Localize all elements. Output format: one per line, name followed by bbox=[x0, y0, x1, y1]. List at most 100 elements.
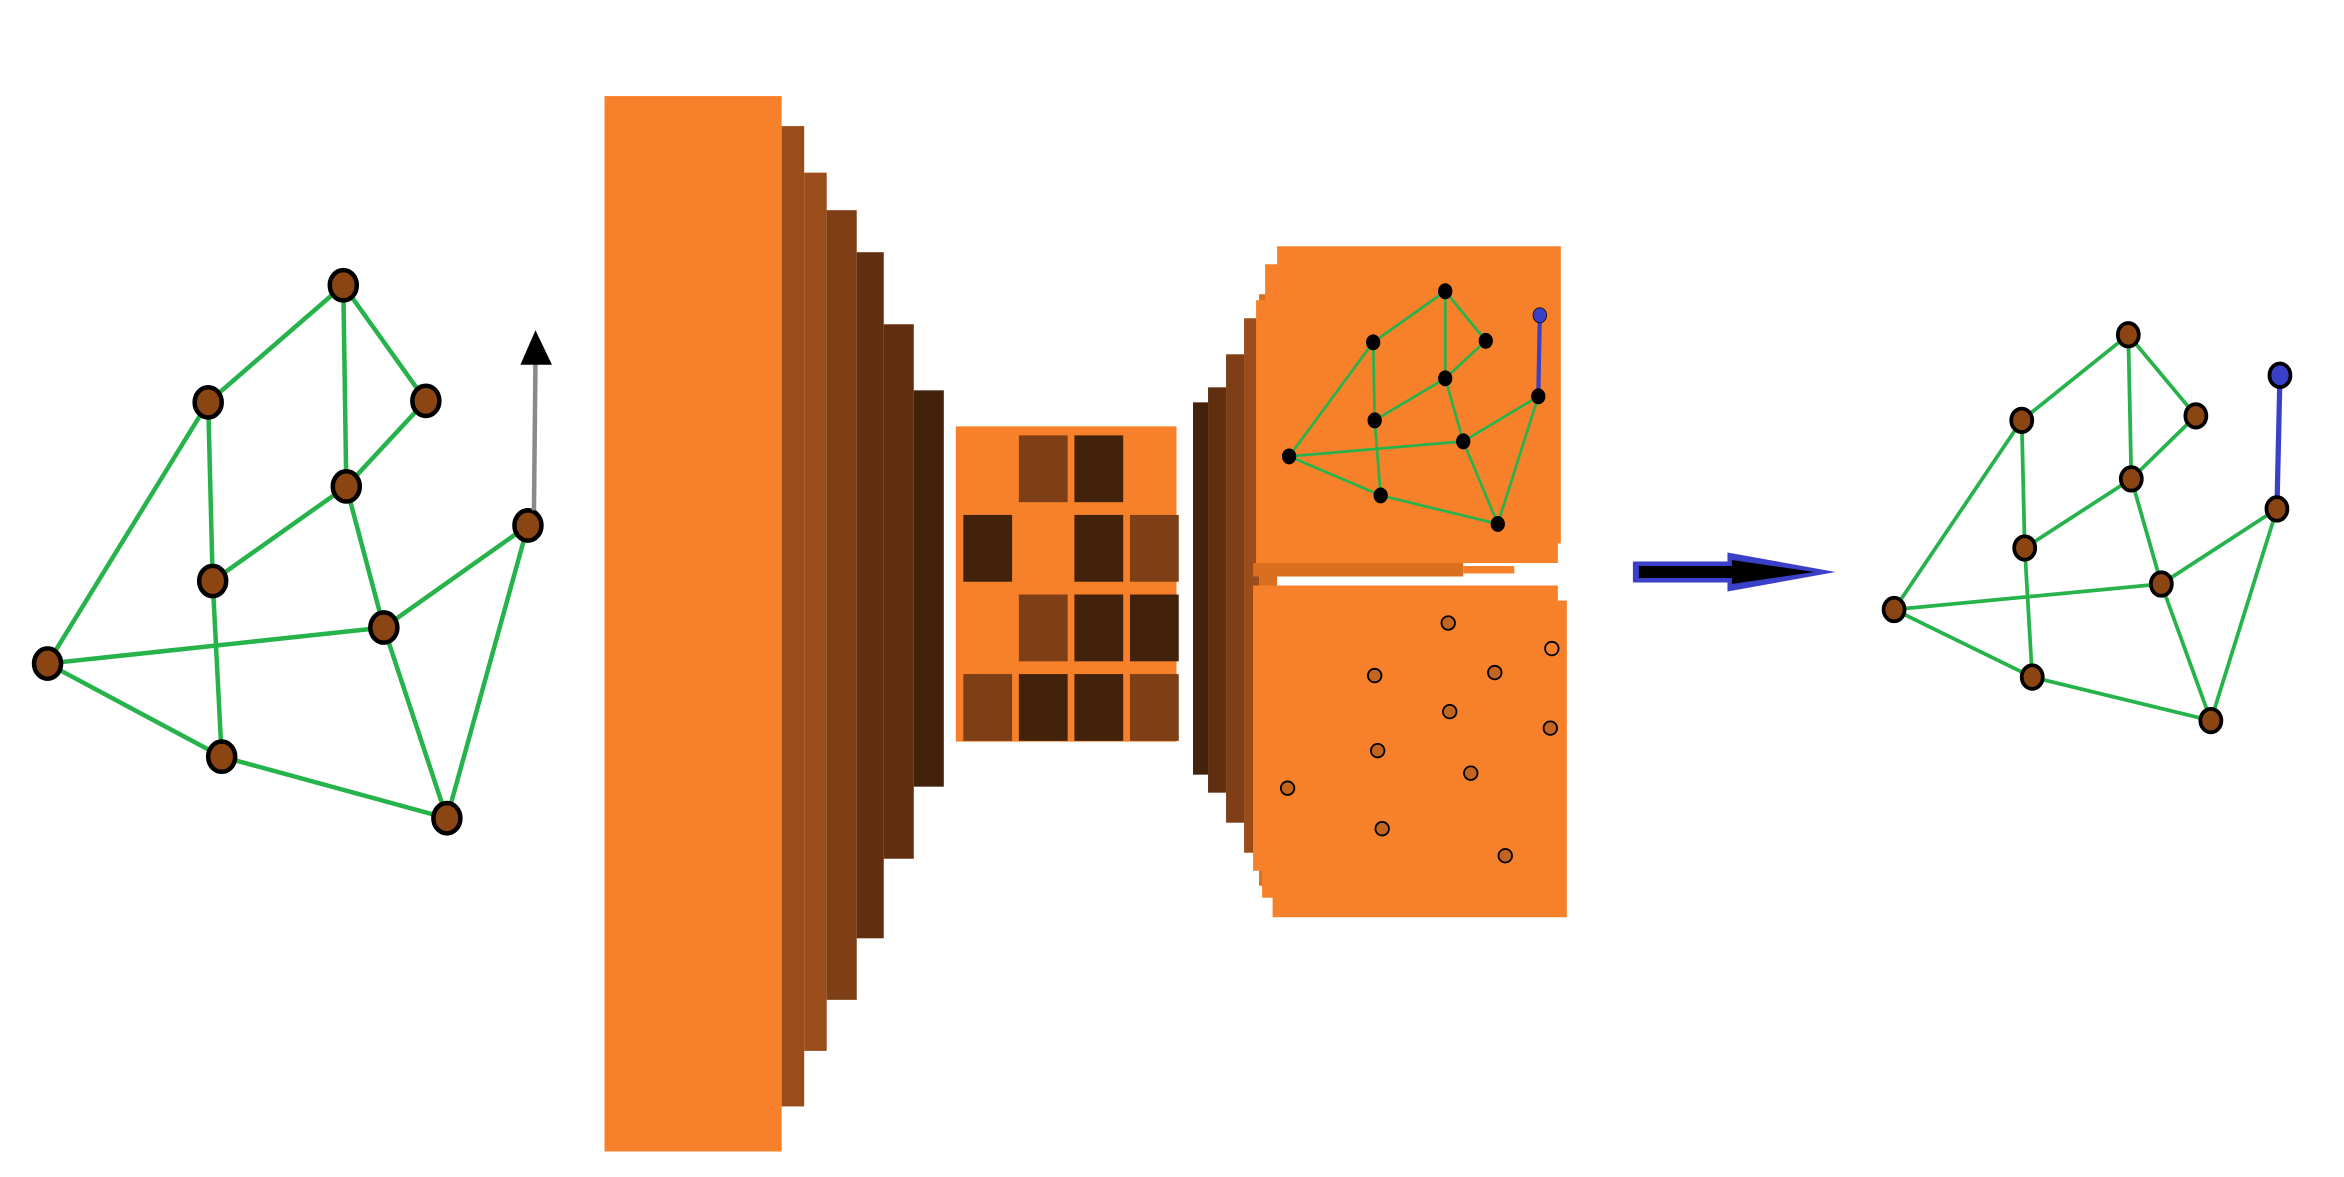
latent-matrix-cell bbox=[963, 674, 1013, 741]
decoder-graph-edge bbox=[1288, 455, 1382, 497]
output-graph-new-edge bbox=[2274, 375, 2283, 509]
output-graph-node bbox=[2148, 570, 2174, 598]
decoder-graph-panel bbox=[1253, 246, 1561, 577]
output-graph-edge bbox=[2023, 477, 2133, 550]
output-graph-edges bbox=[1892, 333, 2283, 723]
output-graph-node bbox=[2115, 321, 2141, 349]
input-graph-edge bbox=[205, 402, 215, 582]
input-graph-node bbox=[31, 646, 64, 681]
input-graph-edge bbox=[344, 485, 387, 629]
output-graph-edge bbox=[2160, 507, 2278, 586]
output-graph-edge bbox=[2031, 675, 2212, 723]
input-graph-nodes bbox=[31, 267, 544, 836]
decoder-graph-edge bbox=[1444, 290, 1487, 342]
latent-matrix-cell bbox=[1074, 514, 1124, 582]
decoder-graph-node bbox=[1367, 412, 1382, 429]
decoder-graph-new-node bbox=[1532, 307, 1547, 324]
output-graph-edge bbox=[2020, 333, 2130, 422]
encoder-layer-2 bbox=[781, 126, 805, 1107]
decoder-point bbox=[1367, 667, 1383, 684]
input-graph-node bbox=[330, 469, 363, 504]
latent-matrix-cell bbox=[1018, 435, 1068, 503]
blue-right-arrow-icon bbox=[1632, 552, 1836, 592]
input-graph-edge bbox=[210, 580, 224, 757]
output-graph-node bbox=[2009, 406, 2035, 435]
output-graph-edge bbox=[2126, 333, 2198, 418]
output-graph-edge bbox=[2129, 478, 2164, 585]
decoder-graph-node bbox=[1456, 433, 1471, 450]
input-graph-node bbox=[431, 800, 463, 836]
output-graph-node bbox=[2118, 465, 2144, 493]
decoder-graph-edge bbox=[1373, 420, 1383, 496]
input-graph-node bbox=[512, 508, 544, 543]
output-graph-node bbox=[2019, 663, 2045, 691]
encoder-layer-4 bbox=[826, 210, 857, 1000]
latent-matrix-cell bbox=[1129, 594, 1179, 662]
input-graph-node bbox=[205, 739, 238, 775]
decoder-graph-edge bbox=[1462, 440, 1500, 525]
input-graph-edge bbox=[444, 524, 531, 819]
decoder-graph-edge bbox=[1444, 339, 1487, 380]
encoder-layer-7 bbox=[913, 390, 944, 787]
latent-matrix-cell bbox=[1074, 674, 1124, 741]
decoder-layer-3 bbox=[1226, 354, 1245, 823]
decoder-point bbox=[1542, 720, 1558, 736]
input-graph-node bbox=[410, 383, 442, 419]
decoder-point-cloud bbox=[1279, 615, 1560, 864]
decoder-point bbox=[1374, 821, 1390, 837]
output-graph-new-node bbox=[2267, 361, 2293, 389]
input-graph-edge bbox=[344, 399, 428, 488]
input-graph-edge bbox=[211, 484, 348, 583]
decoder-graph-node bbox=[1531, 388, 1546, 405]
encoder-layer-1 bbox=[604, 96, 782, 1152]
latent-matrix-cell bbox=[1074, 594, 1124, 662]
output-graph-nodes bbox=[1881, 321, 2293, 735]
decoder-point bbox=[1487, 664, 1503, 681]
decoder-panel-divider bbox=[1253, 562, 1464, 577]
decoder-graph-node bbox=[1373, 487, 1388, 504]
decoder-point bbox=[1544, 640, 1560, 657]
decoder-point bbox=[1442, 703, 1458, 720]
decoder-point bbox=[1370, 742, 1386, 759]
output-graph-edge bbox=[2019, 420, 2027, 549]
input-graph-node bbox=[327, 267, 360, 303]
latent-matrix-cell bbox=[963, 514, 1013, 582]
output-graph-node bbox=[2183, 402, 2209, 430]
input-graph-edge bbox=[221, 754, 448, 821]
output-graph-edge bbox=[1893, 607, 2034, 679]
decoder-point bbox=[1463, 765, 1479, 781]
input-graph-node bbox=[368, 610, 400, 645]
output-graph-edge bbox=[2126, 334, 2134, 479]
decoder-graph-edge bbox=[1443, 377, 1465, 442]
output-graph-edge bbox=[2130, 414, 2198, 481]
decoder-graph-node bbox=[1490, 516, 1505, 532]
input-graph-node bbox=[196, 563, 229, 599]
output-graph-edge bbox=[1893, 582, 2162, 612]
decoder-point bbox=[1440, 615, 1456, 631]
input-graph-edge bbox=[382, 523, 530, 630]
gray-up-arrow-icon bbox=[520, 330, 552, 511]
encoder-layer-5 bbox=[856, 252, 884, 939]
latent-matrix-cell bbox=[1129, 674, 1179, 741]
output-graph-node bbox=[1881, 595, 1907, 624]
decoder-panel-divider-light bbox=[1463, 565, 1515, 574]
decoder-graph-edge bbox=[1372, 290, 1447, 344]
output-graph-edge bbox=[2209, 508, 2279, 722]
decoder-graph-edge bbox=[1373, 377, 1446, 422]
input-graph-edge bbox=[381, 626, 450, 819]
decoder-graph-edge bbox=[1462, 395, 1540, 443]
output-graph-edge bbox=[2159, 583, 2213, 722]
encoder-layer-3 bbox=[804, 172, 827, 1051]
latent-matrix bbox=[955, 426, 1179, 742]
decoder-graph-new-edge bbox=[1536, 315, 1542, 397]
decoder-graph-node bbox=[1478, 332, 1493, 349]
decoder-graph-node bbox=[1366, 334, 1381, 351]
input-graph-edge bbox=[46, 661, 223, 759]
decoder-graph-edge bbox=[1496, 395, 1540, 525]
decoder-graph-edge bbox=[1380, 494, 1499, 526]
output-graph-edge bbox=[2022, 547, 2035, 678]
latent-matrix-cell bbox=[1018, 594, 1068, 662]
output-graph bbox=[1881, 321, 2293, 735]
input-graph-edge bbox=[341, 285, 349, 487]
input-graph-node bbox=[192, 384, 224, 420]
